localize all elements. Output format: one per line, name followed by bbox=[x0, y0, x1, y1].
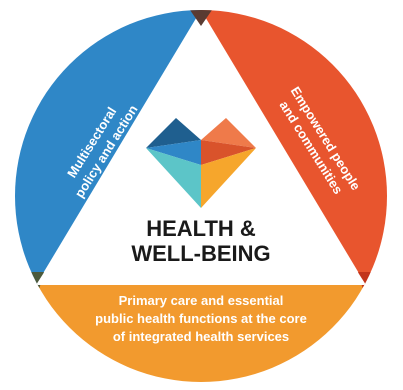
top-corner-accent bbox=[190, 10, 212, 26]
bottom-label-line-3: of integrated health services bbox=[113, 329, 289, 344]
bottom-label-line-1: Primary care and essential bbox=[119, 293, 284, 308]
heart-facet-top-left bbox=[146, 118, 201, 148]
heart-facet-top-right bbox=[201, 118, 256, 148]
center-title-line-2: WELL-BEING bbox=[131, 241, 270, 266]
heart-icon bbox=[146, 118, 256, 208]
heart-facet-mid-left bbox=[146, 140, 201, 165]
left-corner-accent bbox=[15, 272, 44, 300]
bottom-label-line-2: public health functions at the core bbox=[95, 311, 307, 326]
center-title-line-1: HEALTH & bbox=[146, 216, 256, 241]
heart-facet-bottom-left bbox=[146, 148, 201, 208]
heart-facet-bottom-right bbox=[201, 148, 256, 208]
heart-facet-mid-right bbox=[201, 140, 256, 165]
right-corner-accent bbox=[358, 272, 387, 300]
